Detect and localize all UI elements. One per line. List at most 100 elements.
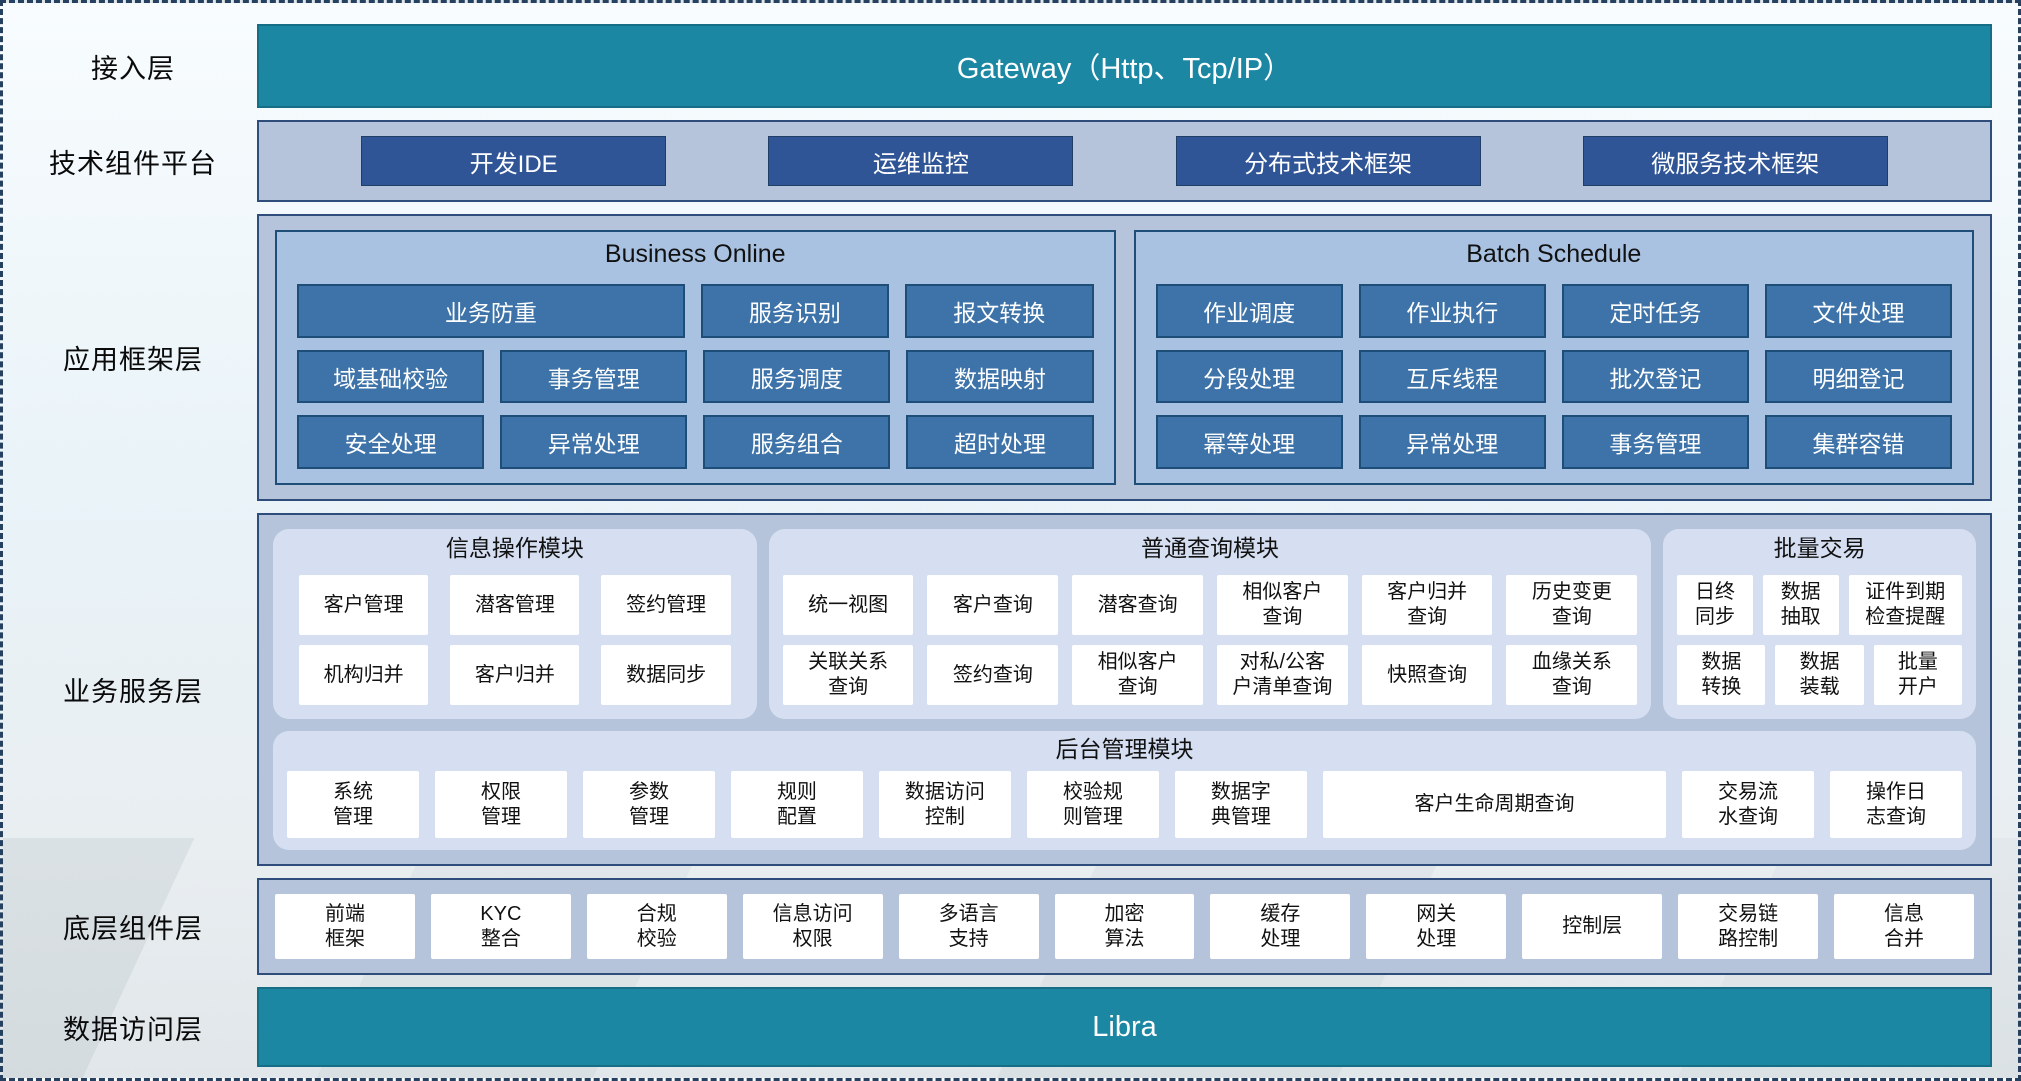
- service-item: 血缘关系 查询: [1506, 645, 1638, 706]
- batch-trade-module-title: 批量交易: [1773, 535, 1866, 561]
- service-item: 统一视图: [782, 575, 914, 636]
- framework-item: 超时处理: [906, 415, 1094, 470]
- layer-label-app-framework: 应用框架层: [63, 345, 203, 375]
- service-item: 证件到期 检查提醒: [1848, 575, 1963, 636]
- admin-item: 系统 管理: [287, 771, 419, 838]
- framework-item: 互斥线程: [1358, 349, 1546, 404]
- base-component-item: 多语言 支持: [898, 894, 1039, 959]
- service-item: 日终 同步: [1677, 575, 1753, 636]
- framework-item: 事务管理: [1561, 415, 1749, 470]
- base-component-item: 信息访问 权限: [742, 894, 883, 959]
- admin-item: 参数 管理: [582, 771, 715, 838]
- common-query-row-2: 关联关系 查询签约查询相似客户 查询对私/公客 户清单查询快照查询血缘关系 查询: [782, 645, 1638, 706]
- batch-schedule-row-3: 幂等处理异常处理事务管理集群容错: [1155, 415, 1952, 470]
- framework-item: 幂等处理: [1155, 415, 1343, 470]
- batch-trade-module: 批量交易 日终 同步数据 抽取证件到期 检查提醒 数据 转换数据 装载批量 开户: [1663, 529, 1977, 720]
- framework-item: 文件处理: [1764, 284, 1952, 338]
- admin-item: 操作日 志查询: [1830, 771, 1963, 838]
- service-item: 快照查询: [1361, 645, 1493, 706]
- framework-item: 异常处理: [500, 415, 688, 470]
- service-item: 潜客管理: [450, 575, 580, 636]
- service-item: 关联关系 查询: [782, 645, 914, 706]
- common-query-module-title: 普通查询模块: [1140, 535, 1279, 561]
- framework-item: 服务识别: [700, 284, 890, 338]
- framework-item: 集群容错: [1764, 415, 1952, 470]
- batch-schedule-box: Batch Schedule 作业调度作业执行定时任务文件处理 分段处理互斥线程…: [1133, 230, 1974, 485]
- admin-management-module: 后台管理模块 系统 管理权限 管理参数 管理规则 配置数据访问 控制校验规 则管…: [273, 731, 1976, 850]
- batch-schedule-row-1: 作业调度作业执行定时任务文件处理: [1155, 284, 1952, 338]
- service-item: 机构归并: [299, 645, 429, 706]
- app-framework-container: Business Online 业务防重服务识别报文转换 域基础校验事务管理服务…: [257, 214, 1992, 501]
- service-item: 数据 抽取: [1762, 575, 1839, 636]
- admin-management-row: 系统 管理权限 管理参数 管理规则 配置数据访问 控制校验规 则管理数据字 典管…: [287, 771, 1963, 838]
- gateway-bar-text: Gateway（Http、Tcp/IP）: [956, 53, 1293, 85]
- business-service-container: 信息操作模块 客户管理潜客管理签约管理 机构归并客户归并数据同步 普通查询模块 …: [257, 513, 1992, 866]
- tech-platform-item: 运维监控: [768, 136, 1074, 186]
- framework-item: 明细登记: [1764, 349, 1952, 404]
- service-item: 数据同步: [601, 645, 731, 706]
- layer-label-tech-platform: 技术组件平台: [49, 148, 217, 179]
- batch-trade-row-2: 数据 转换数据 装载批量 开户: [1677, 645, 1963, 706]
- business-service-modules: 信息操作模块 客户管理潜客管理签约管理 机构归并客户归并数据同步 普通查询模块 …: [273, 529, 1977, 720]
- service-item: 数据 装载: [1775, 645, 1864, 706]
- service-item: 潜客查询: [1072, 575, 1203, 636]
- framework-item: 安全处理: [297, 415, 485, 470]
- admin-item: 规则 配置: [730, 771, 863, 838]
- framework-item: 数据映射: [906, 349, 1094, 404]
- service-item: 客户管理: [299, 575, 429, 636]
- libra-bar-text: Libra: [1092, 1010, 1157, 1043]
- business-online-row-3: 安全处理异常处理服务组合超时处理: [297, 415, 1094, 470]
- admin-item: 校验规 则管理: [1026, 771, 1159, 838]
- business-online-box: Business Online 业务防重服务识别报文转换 域基础校验事务管理服务…: [275, 230, 1116, 485]
- layer-label-business-service: 业务服务层: [63, 677, 203, 707]
- admin-item: 权限 管理: [434, 771, 567, 838]
- admin-item: 数据字 典管理: [1174, 771, 1307, 838]
- batch-schedule-title: Batch Schedule: [1466, 240, 1642, 268]
- framework-item: 定时任务: [1561, 284, 1749, 338]
- framework-item: 分段处理: [1155, 349, 1343, 404]
- service-item: 签约管理: [601, 575, 731, 636]
- batch-trade-row-1: 日终 同步数据 抽取证件到期 检查提醒: [1677, 575, 1963, 636]
- business-online-row-1: 业务防重服务识别报文转换: [297, 284, 1094, 338]
- libra-bar: Libra: [257, 987, 1992, 1067]
- service-item: 客户归并 查询: [1361, 575, 1493, 636]
- base-component-item: 控制层: [1522, 894, 1663, 959]
- info-operation-module-title: 信息操作模块: [445, 535, 584, 561]
- admin-item: 数据访问 控制: [878, 771, 1011, 838]
- tech-platform-item: 开发IDE: [361, 136, 667, 186]
- framework-item: 事务管理: [500, 349, 688, 404]
- framework-item: 作业执行: [1358, 284, 1546, 338]
- common-query-module: 普通查询模块 统一视图客户查询潜客查询相似客户 查询客户归并 查询历史变更 查询…: [768, 529, 1652, 720]
- framework-item: 作业调度: [1155, 284, 1343, 338]
- framework-item: 业务防重: [297, 284, 685, 338]
- framework-item: 服务调度: [703, 349, 891, 404]
- framework-item: 批次登记: [1561, 349, 1749, 404]
- service-item: 数据 转换: [1677, 645, 1766, 706]
- framework-item: 异常处理: [1358, 415, 1546, 470]
- base-component-item: 加密 算法: [1054, 894, 1195, 959]
- service-item: 客户归并: [450, 645, 580, 706]
- admin-management-module-title: 后台管理模块: [1055, 736, 1194, 763]
- common-query-row-1: 统一视图客户查询潜客查询相似客户 查询客户归并 查询历史变更 查询: [782, 575, 1638, 636]
- base-component-item: 前端 框架: [275, 894, 415, 959]
- framework-item: 域基础校验: [297, 349, 485, 404]
- service-item: 相似客户 查询: [1216, 575, 1348, 636]
- base-component-item: 网关 处理: [1366, 894, 1507, 959]
- base-component-item: 交易链 路控制: [1678, 894, 1819, 959]
- info-operation-row-1: 客户管理潜客管理签约管理: [287, 575, 743, 636]
- batch-schedule-row-2: 分段处理互斥线程批次登记明细登记: [1155, 349, 1952, 404]
- tech-platform-item: 分布式技术框架: [1175, 136, 1481, 186]
- service-item: 签约查询: [927, 645, 1059, 706]
- service-item: 批量 开户: [1873, 645, 1963, 706]
- base-component-item: KYC 整合: [430, 894, 571, 959]
- info-operation-module: 信息操作模块 客户管理潜客管理签约管理 机构归并客户归并数据同步: [273, 529, 757, 720]
- layer-label-base-components: 底层组件层: [63, 914, 203, 944]
- service-item: 对私/公客 户清单查询: [1216, 645, 1348, 706]
- service-item: 相似客户 查询: [1072, 645, 1203, 706]
- framework-item: 报文转换: [905, 284, 1094, 338]
- base-component-item: 信息 合并: [1834, 894, 1974, 959]
- service-item: 历史变更 查询: [1506, 575, 1638, 636]
